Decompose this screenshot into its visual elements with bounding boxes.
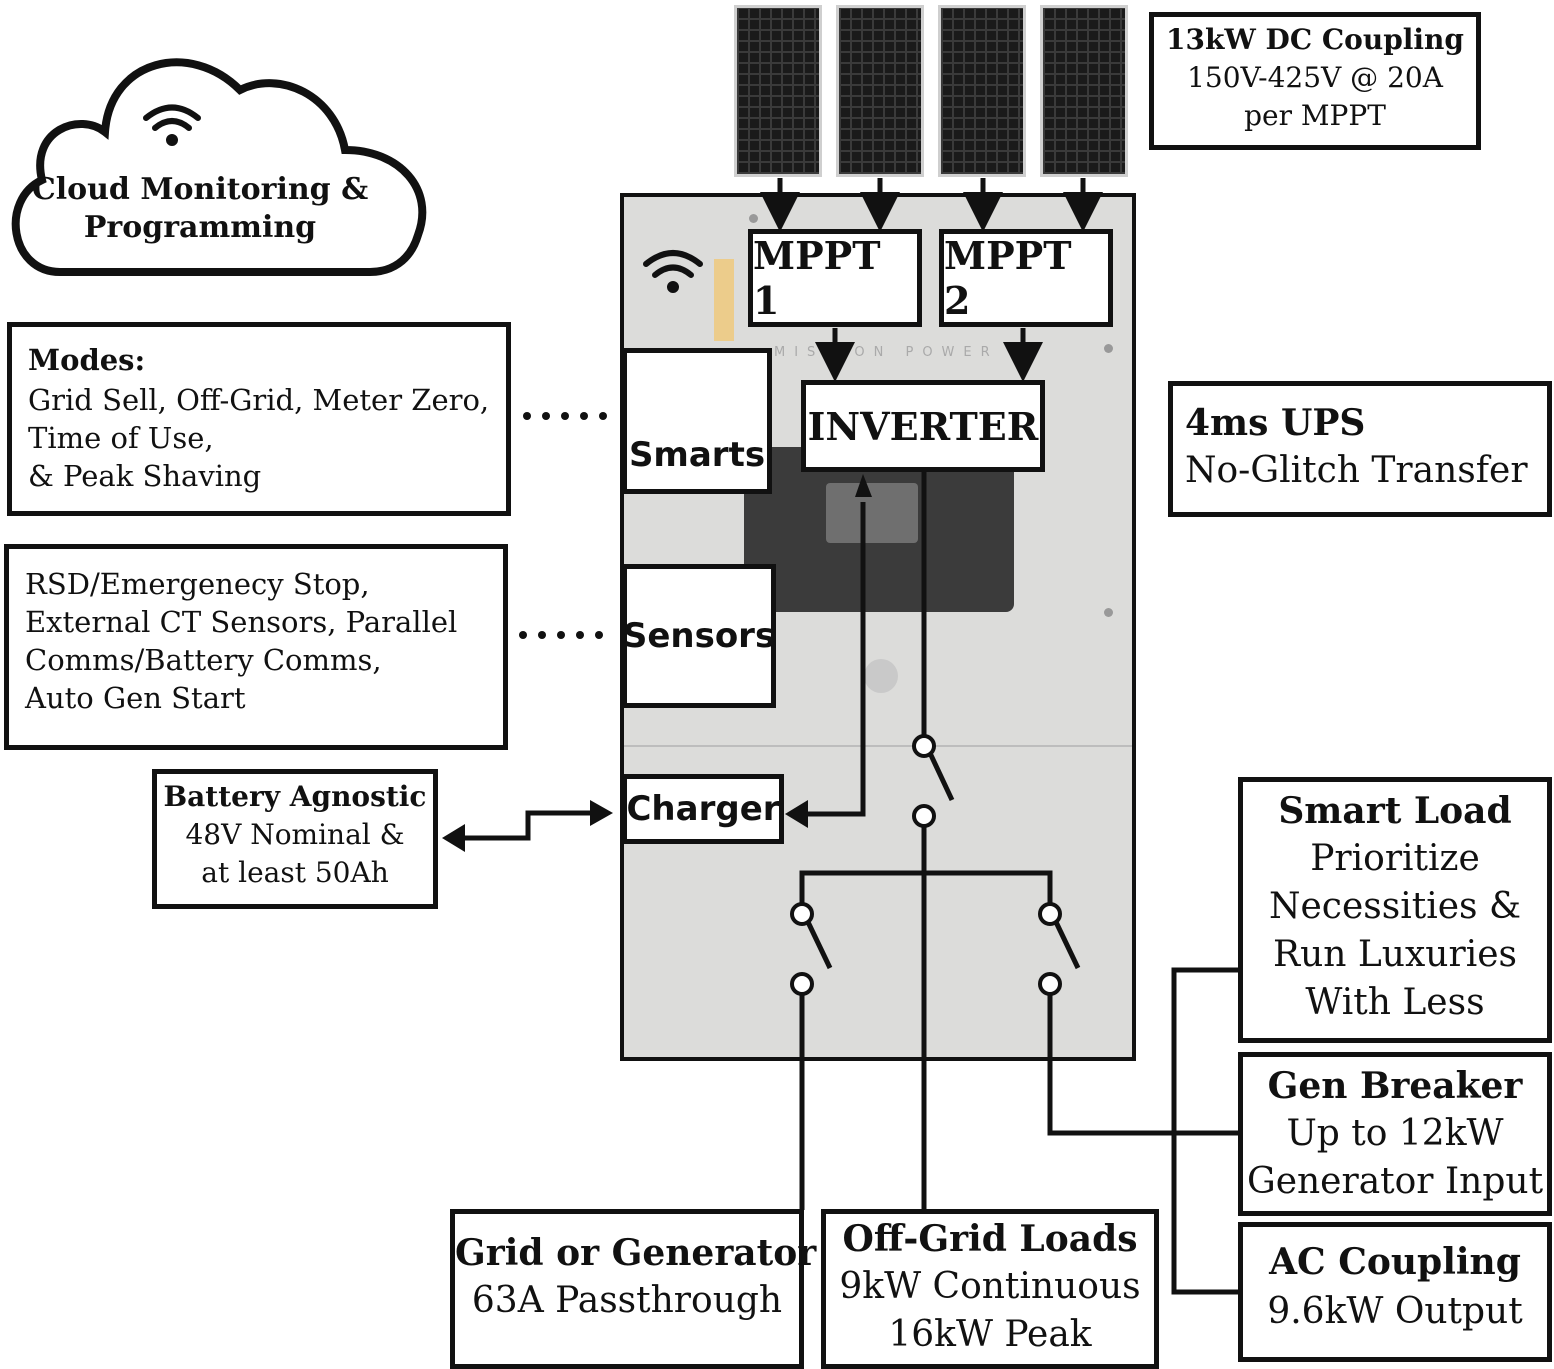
dc-coupling-line2: per MPPT	[1244, 99, 1386, 132]
switch-lever-3	[1053, 920, 1081, 970]
switch-contact	[790, 902, 814, 926]
dot	[542, 412, 550, 420]
solar-panel-icon	[1040, 5, 1128, 177]
battery-box: Battery Agnostic 48V Nominal & at least …	[152, 769, 438, 909]
switch-lever-1	[927, 751, 955, 802]
grid-gen-line1: 63A Passthrough	[471, 1280, 783, 1321]
wifi-icon	[143, 104, 201, 146]
smart-load-line1: Prioritize	[1310, 838, 1480, 879]
cloud-line1: Cloud Monitoring &	[31, 172, 369, 207]
offgrid-line2: 16kW Peak	[888, 1314, 1092, 1355]
sensor-info-line4: Auto Gen Start	[25, 681, 246, 715]
dot	[595, 631, 603, 639]
gen-breaker-line2: Generator Input	[1246, 1161, 1544, 1202]
ac-coupling-line1: 9.6kW Output	[1267, 1291, 1523, 1332]
solar-panel-icon	[836, 5, 924, 177]
modes-title: Modes:	[28, 343, 146, 377]
offgrid-box: Off-Grid Loads 9kW Continuous 16kW Peak	[821, 1209, 1159, 1369]
grid-gen-title: Grid or Generator	[455, 1232, 817, 1274]
dot	[557, 631, 565, 639]
switch-lever-2	[805, 920, 833, 970]
ac-coupling-title: AC Coupling	[1269, 1241, 1521, 1283]
cloud-icon	[11, 58, 427, 276]
smart-load-line4: With Less	[1305, 982, 1485, 1023]
charger-box: Charger	[622, 774, 784, 844]
dot	[576, 631, 584, 639]
sensor-info-line2: External CT Sensors, Parallel	[25, 605, 458, 639]
mppt2-label: MPPT 2	[944, 233, 1072, 323]
brand-logo-mark	[714, 259, 734, 341]
modes-line3: & Peak Shaving	[28, 459, 262, 493]
dot	[523, 412, 531, 420]
arrow-charger-battery	[442, 824, 465, 852]
battery-line2: at least 50Ah	[201, 856, 389, 889]
dc-coupling-line1: 150V-425V @ 20A	[1187, 61, 1443, 94]
mppt1-box: MPPT 1	[748, 229, 922, 327]
wifi-icon	[643, 250, 703, 293]
switch-contact	[912, 804, 936, 828]
switch-contact	[790, 972, 814, 996]
ups-line1: No-Glitch Transfer	[1185, 450, 1528, 491]
arrow-inverter-charger	[785, 800, 808, 828]
display-panel	[826, 483, 918, 543]
wire-inverter-charger	[808, 502, 866, 817]
dot	[561, 412, 569, 420]
solar-panel-icon	[734, 5, 822, 177]
screw	[1104, 344, 1113, 353]
dot	[580, 412, 588, 420]
switch-contact	[1038, 902, 1062, 926]
smart-load-line2: Necessities &	[1269, 886, 1521, 927]
arrow-battery-charger	[590, 800, 613, 826]
display-screen	[744, 447, 1014, 612]
gen-breaker-box: Gen Breaker Up to 12kW Generator Input	[1238, 1052, 1552, 1216]
dot	[538, 631, 546, 639]
modes-line2: Time of Use,	[28, 421, 214, 455]
wire-gen	[1047, 994, 1238, 1136]
sensor-info-box: RSD/Emergenecy Stop, External CT Sensors…	[4, 544, 508, 750]
cloud-line2: Programming	[83, 210, 317, 245]
screw	[1104, 608, 1113, 617]
status-button	[864, 659, 898, 693]
solar-panel-icon	[938, 5, 1026, 177]
dc-coupling-title: 13kW DC Coupling	[1166, 23, 1464, 56]
mppt2-box: MPPT 2	[939, 229, 1113, 327]
sensor-info-line1: RSD/Emergenecy Stop,	[25, 567, 370, 601]
screw	[749, 214, 758, 223]
grid-gen-box: Grid or Generator 63A Passthrough	[450, 1209, 817, 1369]
sensors-box: Sensors	[622, 564, 776, 708]
panel-divider	[624, 745, 1132, 747]
smarts-box: Smarts	[622, 348, 772, 494]
ups-title: 4ms UPS	[1185, 402, 1366, 444]
smart-load-line3: Run Luxuries	[1272, 934, 1517, 975]
ac-coupling-box: AC Coupling 9.6kW Output	[1238, 1222, 1552, 1362]
smarts-label: Smarts	[628, 435, 766, 475]
gen-breaker-title: Gen Breaker	[1267, 1065, 1523, 1107]
switch-contact	[912, 734, 936, 758]
ups-box: 4ms UPS No-Glitch Transfer	[1168, 381, 1552, 517]
modes-line1: Grid Sell, Off-Grid, Meter Zero,	[28, 383, 490, 417]
gen-breaker-line1: Up to 12kW	[1286, 1113, 1504, 1154]
inverter-box: INVERTER	[801, 380, 1045, 472]
dot	[519, 631, 527, 639]
offgrid-title: Off-Grid Loads	[842, 1218, 1138, 1260]
smart-load-title: Smart Load	[1278, 790, 1512, 832]
dc-coupling-box: 13kW DC Coupling 150V-425V @ 20A per MPP…	[1149, 12, 1481, 150]
inverter-label: INVERTER	[807, 403, 1039, 449]
mppt1-label: MPPT 1	[753, 233, 881, 323]
wire-battery-charger	[465, 810, 590, 841]
sensor-info-line3: Comms/Battery Comms,	[25, 643, 382, 677]
charger-label: Charger	[626, 789, 780, 829]
offgrid-line1: 9kW Continuous	[839, 1266, 1141, 1307]
dot	[599, 412, 607, 420]
sensors-label: Sensors	[622, 616, 776, 656]
modes-box: Modes: Grid Sell, Off-Grid, Meter Zero, …	[7, 322, 511, 516]
smart-load-box: Smart Load Prioritize Necessities & Run …	[1238, 777, 1552, 1043]
battery-title: Battery Agnostic	[163, 780, 427, 813]
wire-bus	[799, 870, 1053, 904]
arrow-charger-inverter	[855, 474, 872, 497]
battery-line1: 48V Nominal &	[185, 818, 405, 851]
switch-contact	[1038, 972, 1062, 996]
